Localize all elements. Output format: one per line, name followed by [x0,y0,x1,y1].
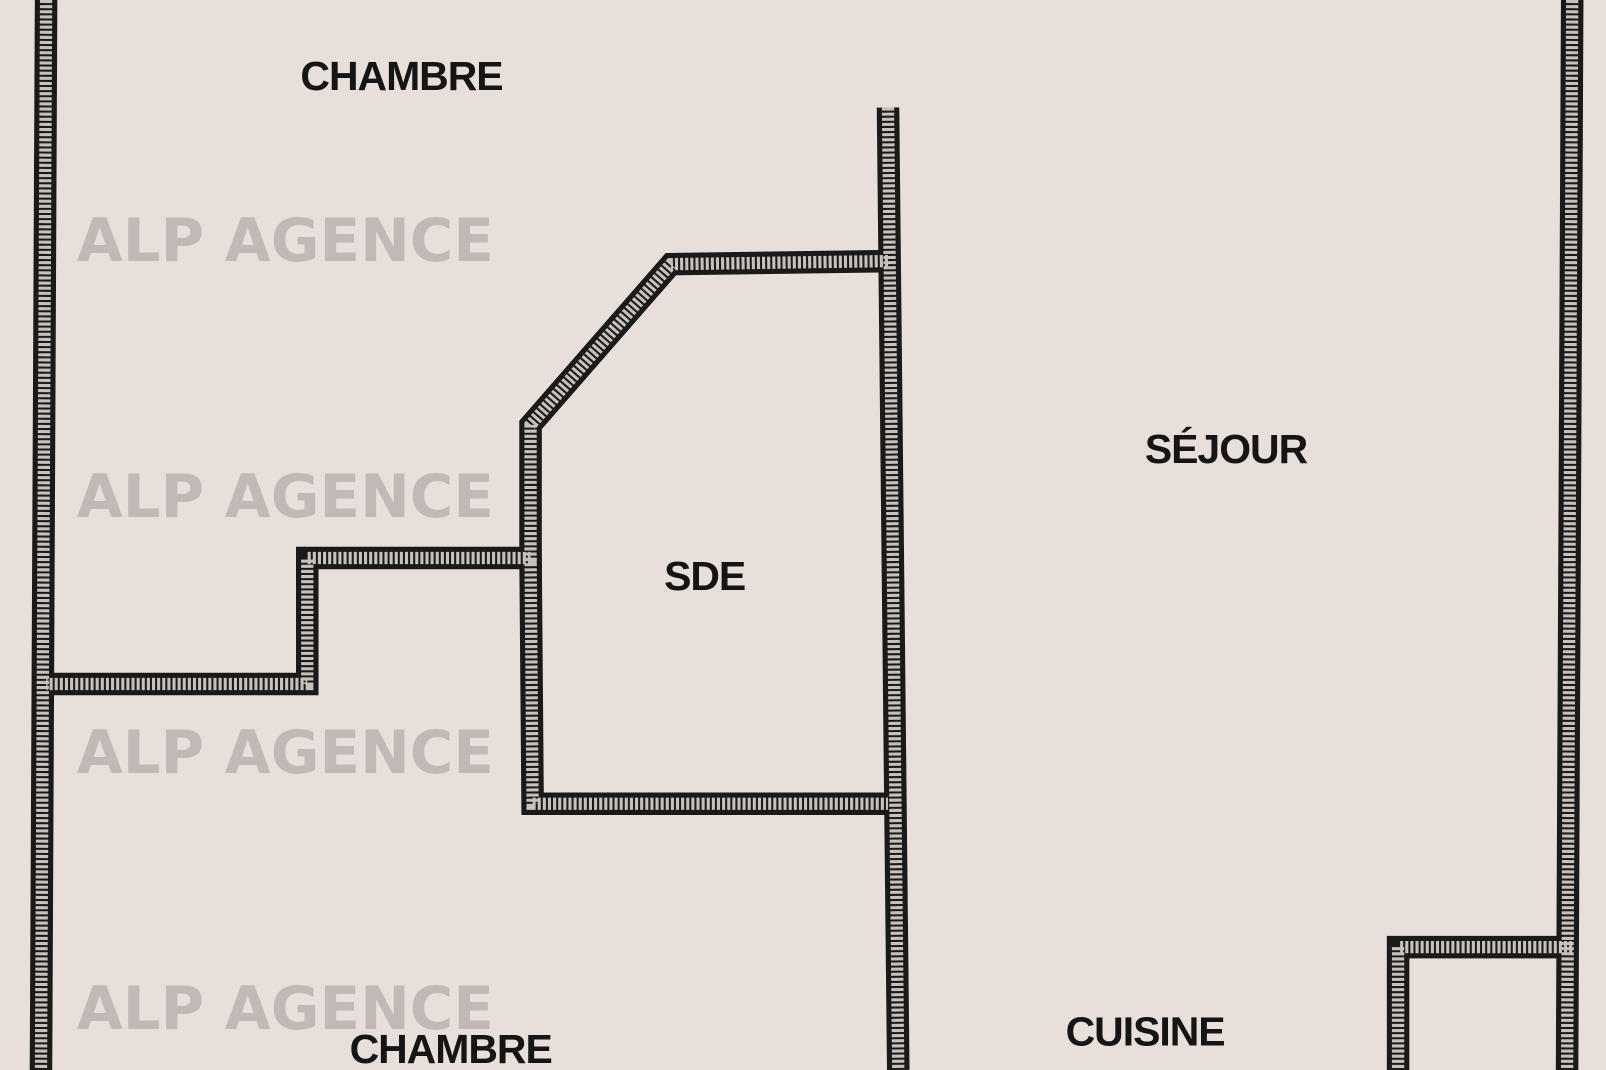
room-label-chambre-bottom: CHAMBRE [350,1026,552,1070]
room-label-sde: SDE [664,553,745,599]
watermark: ALP AGENCE [77,0,494,13]
watermark: ALP AGENCE [77,207,494,276]
watermark: ALP AGENCE [77,463,494,532]
watermarks: ALP AGENCE ALP AGENCE ALP AGENCE ALP AGE… [77,0,494,1044]
watermark: ALP AGENCE [77,719,494,788]
room-label-sejour: SÉJOUR [1145,426,1308,472]
room-labels: CHAMBRE SÉJOUR SDE CHAMBRE CUISINE [300,53,1308,1070]
wall-cuisine [1386,935,1573,1070]
room-label-cuisine: CUISINE [1066,1008,1225,1054]
walls [29,0,1584,1070]
room-label-chambre-top: CHAMBRE [300,53,502,99]
watermark: ALP AGENCE [77,975,494,1044]
